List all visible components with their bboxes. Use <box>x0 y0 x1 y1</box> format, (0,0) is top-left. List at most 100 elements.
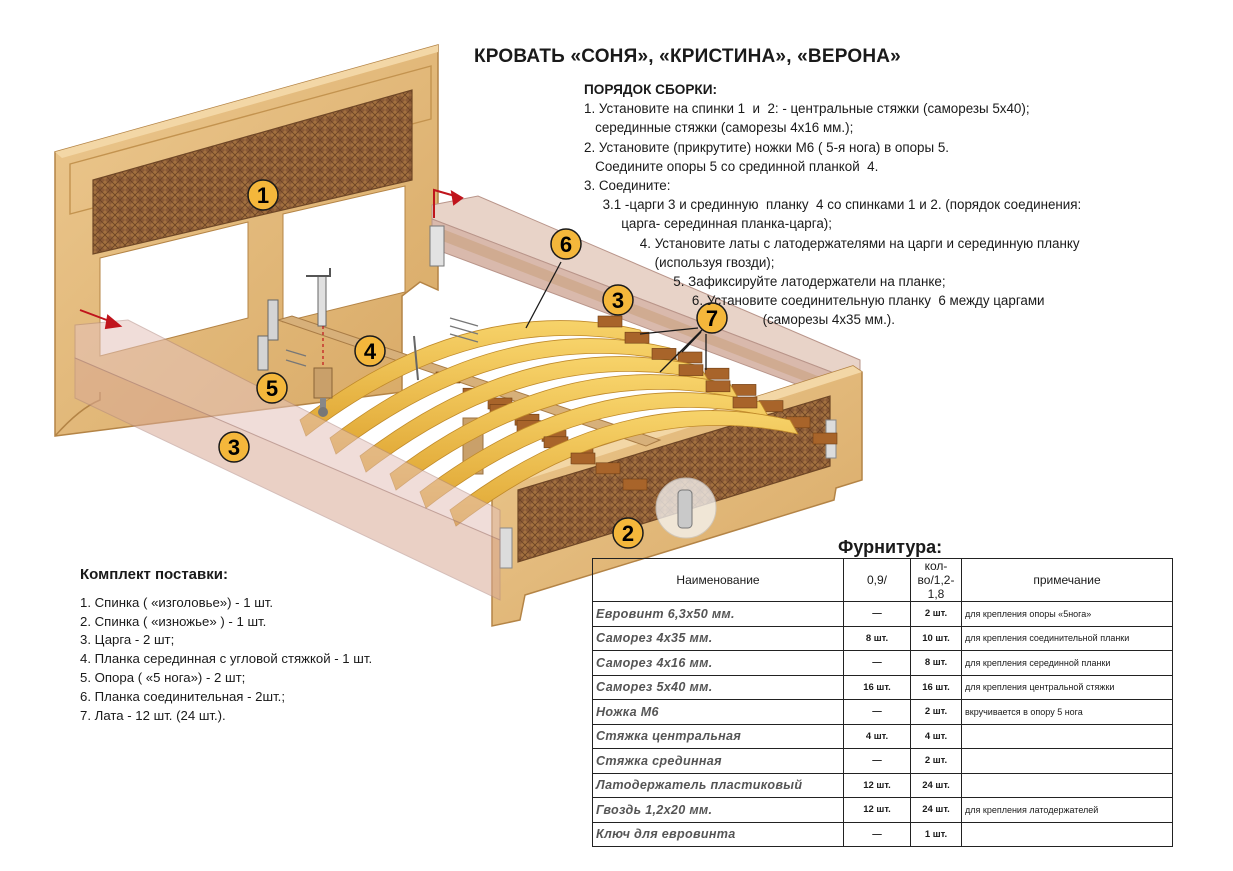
assembly-step-line: Соедините опоры 5 со срединной планкой 4… <box>584 158 879 174</box>
hardware-name-cell: Ключ для евровинта <box>592 821 844 847</box>
svg-text:3: 3 <box>228 435 240 460</box>
kit-item: 7. Лата - 12 шт. (24 шт.). <box>80 707 226 723</box>
slat <box>449 410 799 527</box>
note-cell: для крепления опоры «5нога» <box>961 601 1173 627</box>
callout-3-back: 3 <box>602 284 634 316</box>
support-block-icon <box>313 367 333 399</box>
qty-09-cell: 8 шт. <box>843 625 911 651</box>
slat-holder <box>624 331 650 344</box>
svg-text:3: 3 <box>612 288 624 313</box>
hardware-name-cell: Стяжка срединная <box>592 748 844 774</box>
assembly-step-line: (используя гвозди); <box>584 254 775 270</box>
table-row: Саморез 4х16 мм.—8 шт.для крепления сере… <box>592 650 1173 676</box>
slat-holder <box>678 364 704 376</box>
slat-holder <box>705 380 731 393</box>
col-qty-09: 0,9/ <box>843 558 911 602</box>
kit-item: 6. Планка соединительная - 2шт.; <box>80 688 285 704</box>
hardware-name-cell: Саморез 5х40 мм. <box>592 674 844 700</box>
slat-holder <box>597 315 623 328</box>
hex-key-icon <box>306 268 331 277</box>
qty-12-18-cell: 2 шт. <box>910 748 962 774</box>
note-cell: для крепления серединной планки <box>961 650 1173 676</box>
page-title: КРОВАТЬ «СОНЯ», «КРИСТИНА», «ВЕРОНА» <box>474 46 901 67</box>
slat-holder <box>704 367 730 380</box>
table-row: Ножка М6—2 шт.вкручивается в опору 5 ног… <box>592 699 1173 725</box>
note-cell <box>961 772 1173 798</box>
kit-item: 2. Спинка ( «изножье» ) - 1 шт. <box>80 613 267 629</box>
kit-heading: Комплект поставки: <box>80 566 228 583</box>
note-cell <box>961 723 1173 749</box>
hardware-name-cell: Ножка М6 <box>592 699 844 725</box>
qty-12-18-cell: 16 шт. <box>910 674 962 700</box>
hardware-heading: Фурнитура: <box>838 537 943 557</box>
callout-2: 2 <box>612 517 644 549</box>
hardware-table-body: Евровинт 6,3х50 мм.—2 шт.для крепления о… <box>592 601 1173 847</box>
qty-12-18-cell: 4 шт. <box>910 723 962 749</box>
qty-12-18-cell: 24 шт. <box>910 797 962 823</box>
qty-12-18-cell: 1 шт. <box>910 821 962 847</box>
svg-text:6: 6 <box>560 232 572 257</box>
hardware-name-cell: Саморез 4х35 мм. <box>592 625 844 651</box>
note-cell: для крепления центральной стяжки <box>961 674 1173 700</box>
slat-holder <box>622 478 648 491</box>
svg-text:7: 7 <box>706 306 718 331</box>
svg-text:5: 5 <box>266 376 278 401</box>
qty-12-18-cell: 24 шт. <box>910 772 962 798</box>
delivery-kit: Комплект поставки: 1. Спинка ( «изголовь… <box>80 566 500 725</box>
note-cell <box>961 748 1173 774</box>
kit-item: 4. Планка серединная с угловой стяжкой -… <box>80 651 373 667</box>
qty-09-cell: — <box>843 699 911 725</box>
callout-5: 5 <box>256 372 288 404</box>
assembly-step-list: 1. Установите на спинки 1 и 2: - централ… <box>584 99 1224 329</box>
note-cell: вкручивается в опору 5 нога <box>961 699 1173 725</box>
col-qty-12-18: кол-во/1,2-1,8 <box>910 558 962 602</box>
side-rail-back <box>431 195 861 409</box>
note-cell: для крепления латодержателей <box>961 797 1173 823</box>
callout-1: 1 <box>247 179 279 211</box>
kit-item: 1. Спинка ( «изголовье») - 1 шт. <box>80 594 274 610</box>
qty-09-cell: 16 шт. <box>843 674 911 700</box>
table-row: Евровинт 6,3х50 мм.—2 шт.для крепления о… <box>592 601 1173 627</box>
assembly-step-line: царга- серединная планка-царга); <box>584 216 832 232</box>
hardware-table: Наименование 0,9/ кол-во/1,2-1,8 примеча… <box>592 558 1173 847</box>
assembly-step-line: 2. Установите (прикрутите) ножки М6 ( 5-… <box>584 139 950 155</box>
table-row: Гвоздь 1,2х20 мм.12 шт.24 шт.для креплен… <box>592 797 1173 823</box>
svg-text:4: 4 <box>364 339 377 364</box>
table-row: Ключ для евровинта—1 шт. <box>592 821 1173 847</box>
qty-09-cell: 4 шт. <box>843 723 911 749</box>
hardware-table-header: Наименование 0,9/ кол-во/1,2-1,8 примеча… <box>592 558 1173 602</box>
assembly-step-line: 3.1 -царги 3 и срединную планку 4 со спи… <box>584 197 1082 213</box>
assembly-step-line: серединные стяжки (саморезы 4х16 мм.); <box>584 120 854 136</box>
qty-09-cell: — <box>843 650 911 676</box>
slat-holder <box>677 351 703 364</box>
assembly-step-line: 6. Установите соединительную планку 6 ме… <box>584 293 1045 309</box>
assembly-step-line: 5. Зафиксируйте латодержатели на планке; <box>584 274 946 290</box>
assembly-step-line: (саморезы 4х35 мм.). <box>584 312 895 328</box>
table-row: Саморез 4х35 мм.8 шт.10 шт.для крепления… <box>592 625 1173 651</box>
qty-09-cell: — <box>843 748 911 774</box>
table-row: Стяжка срединная—2 шт. <box>592 748 1173 774</box>
qty-12-18-cell: 10 шт. <box>910 625 962 651</box>
qty-09-cell: 12 шт. <box>843 772 911 798</box>
assembly-steps: ПОРЯДОК СБОРКИ: 1. Установите на спинки … <box>584 80 1224 330</box>
screw-icon <box>317 275 327 327</box>
kit-item: 3. Царга - 2 шт; <box>80 632 175 648</box>
callout-7: 7 <box>696 302 728 334</box>
qty-09-cell: — <box>843 821 911 847</box>
slat-holder <box>732 396 758 409</box>
col-name: Наименование <box>592 558 844 602</box>
slats <box>299 315 838 527</box>
leader-lines <box>525 261 707 373</box>
hardware-name-cell: Саморез 4х16 мм. <box>592 650 844 676</box>
side-rail-front <box>74 319 501 601</box>
hardware-name-cell: Гвоздь 1,2х20 мм. <box>592 797 844 823</box>
slat-holder <box>595 462 621 475</box>
assembly-step-line: 4. Установите латы с латодержателями на … <box>584 235 1080 251</box>
assembly-step-line: 3. Соедините: <box>584 178 671 194</box>
kit-item-list: 1. Спинка ( «изголовье») - 1 шт. 2. Спинк… <box>80 594 500 726</box>
hardware-name-cell: Латодержатель пластиковый <box>592 772 844 798</box>
note-cell: для крепления соединительной планки <box>961 625 1173 651</box>
svg-text:2: 2 <box>622 521 634 546</box>
